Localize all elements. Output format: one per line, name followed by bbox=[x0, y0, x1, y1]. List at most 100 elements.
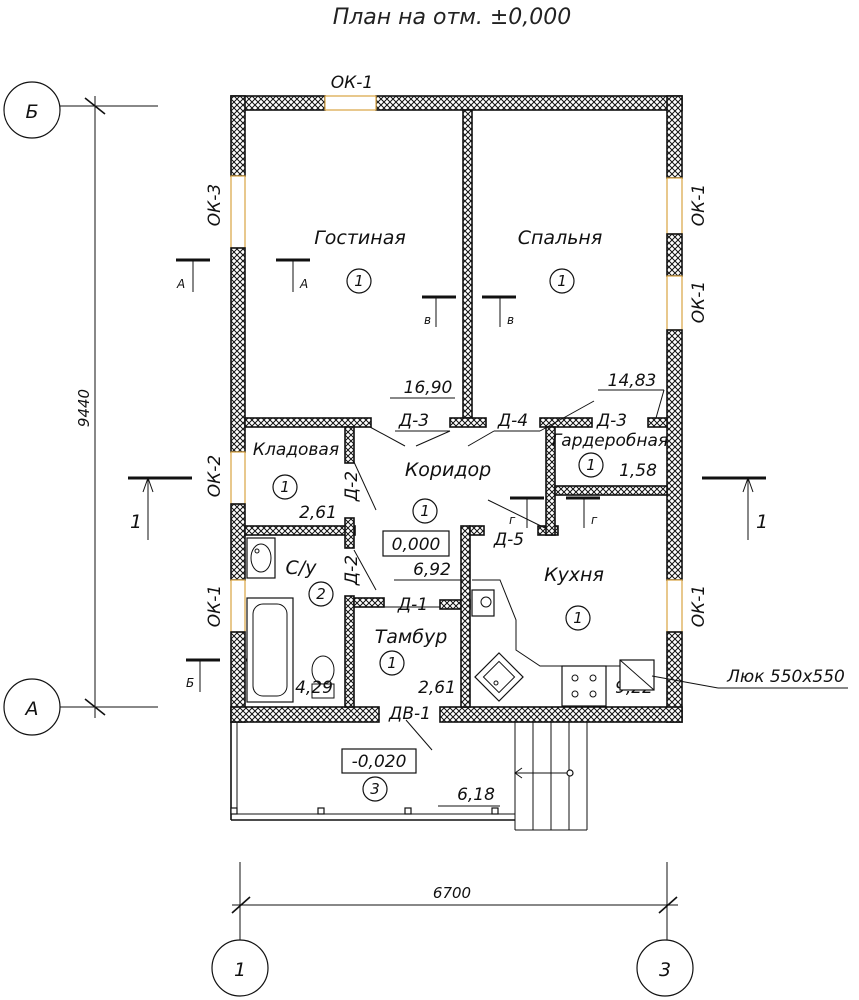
wall-bedroom-right bbox=[647, 417, 668, 428]
wall-wardrobe-left bbox=[545, 426, 556, 536]
axis-marker-a: А bbox=[3, 678, 61, 736]
wall-mid-a bbox=[449, 417, 487, 428]
room-area-bathroom: 4,29 bbox=[295, 678, 333, 698]
window-label-left-mid: ОК-2 bbox=[205, 455, 225, 497]
door-label-living: Д-3 bbox=[398, 411, 429, 431]
window-right-top2 bbox=[666, 275, 683, 331]
section-g-left: г bbox=[509, 513, 516, 527]
axis-marker-b: Б bbox=[3, 81, 61, 139]
window-right-top1 bbox=[666, 177, 683, 235]
room-marker-kitchen: 1 bbox=[573, 609, 583, 627]
wall-wardrobe-bottom bbox=[554, 485, 668, 496]
window-label-right-top2: ОК-1 bbox=[689, 281, 709, 323]
room-area-corridor: 6,92 bbox=[413, 560, 451, 580]
door-label-bedroom: Д-4 bbox=[497, 411, 528, 431]
wall-storage-right bbox=[344, 426, 355, 464]
axis-label-3: 3 bbox=[659, 959, 671, 981]
kitchen-stove bbox=[561, 665, 607, 707]
room-area-porch: 6,18 bbox=[457, 785, 495, 805]
bathtub-fixture bbox=[246, 597, 294, 703]
door-label-wardrobe: Д-3 bbox=[596, 411, 627, 431]
room-area-storage: 2,61 bbox=[299, 503, 337, 523]
wall-living-bedroom bbox=[462, 109, 473, 419]
axis-label-a: А bbox=[24, 698, 39, 720]
level-porch: -0,020 bbox=[352, 752, 407, 772]
floor-hatch bbox=[619, 659, 655, 691]
room-name-kitchen: Кухня bbox=[544, 564, 604, 586]
window-top bbox=[324, 95, 377, 111]
plan-title: План на отм. ±0,000 bbox=[333, 5, 572, 30]
washbasin-fixture bbox=[246, 537, 276, 579]
wall-left-3 bbox=[230, 503, 246, 581]
room-name-living: Гостиная bbox=[314, 227, 406, 249]
wall-left-2 bbox=[230, 247, 246, 453]
window-label-top: ОК-1 bbox=[331, 73, 373, 93]
toilet-fixture bbox=[311, 655, 335, 699]
room-name-corridor: Коридор bbox=[405, 459, 491, 481]
section-a-left: А bbox=[176, 277, 185, 291]
door-label-storage: Д-2 bbox=[342, 471, 362, 502]
window-label-right-bottom: ОК-1 bbox=[689, 585, 709, 627]
room-marker-wardrobe: 1 bbox=[586, 456, 596, 474]
room-name-wardrobe: Гардеробная bbox=[552, 431, 668, 451]
porch bbox=[230, 722, 515, 821]
kitchen-sink bbox=[474, 652, 524, 702]
window-left-top bbox=[230, 175, 246, 249]
wall-right-1 bbox=[666, 95, 683, 179]
door-label-entrance: ДВ-1 bbox=[388, 704, 431, 724]
wall-bath-right bbox=[344, 595, 355, 708]
axis-marker-3: 3 bbox=[636, 939, 694, 997]
room-marker-living: 1 bbox=[354, 272, 364, 290]
axis-label-b: Б bbox=[25, 101, 38, 123]
entrance-stairs bbox=[514, 722, 588, 831]
room-marker-vestibule: 1 bbox=[387, 654, 397, 672]
wall-storage-bottom bbox=[244, 525, 356, 536]
door-label-kitchen: Д-5 bbox=[493, 530, 524, 550]
room-marker-bedroom: 1 bbox=[557, 272, 567, 290]
hatch-note: Люк 550х550 bbox=[726, 667, 845, 687]
room-marker-porch: 3 bbox=[370, 780, 380, 798]
wall-bath-right-top bbox=[344, 517, 355, 549]
room-name-bathroom: С/у bbox=[286, 557, 318, 579]
wall-right-2 bbox=[666, 233, 683, 277]
axis-marker-1: 1 bbox=[211, 939, 269, 997]
room-name-bedroom: Спальня bbox=[518, 227, 603, 249]
door-label-bathroom: Д-2 bbox=[342, 555, 362, 586]
room-marker-bathroom: 2 bbox=[316, 585, 326, 603]
window-label-right-top1: ОК-1 bbox=[689, 184, 709, 226]
section-a-right: А bbox=[299, 277, 308, 291]
room-area-bedroom: 14,83 bbox=[608, 371, 657, 391]
wall-living-bottom bbox=[244, 417, 372, 428]
room-marker-corridor: 1 bbox=[420, 502, 430, 520]
wall-kitchen-left bbox=[460, 525, 471, 708]
window-label-left-bottom: ОК-1 bbox=[205, 585, 225, 627]
room-marker-storage: 1 bbox=[280, 478, 290, 496]
door-label-vestibule: Д-1 bbox=[397, 595, 428, 615]
wall-left-1 bbox=[230, 95, 246, 177]
room-name-vestibule: Тамбур bbox=[375, 626, 448, 648]
section-1-left: 1 bbox=[130, 511, 142, 533]
kitchen-counter bbox=[471, 579, 652, 667]
wall-bedroom-bottom bbox=[539, 417, 593, 428]
dimension-height: 9440 bbox=[75, 389, 93, 427]
wall-kitchen-top-a bbox=[469, 525, 485, 536]
section-b-left: Б bbox=[186, 676, 194, 690]
section-v-left: в bbox=[424, 313, 431, 327]
wall-right-3 bbox=[666, 329, 683, 581]
room-area-vestibule: 2,61 bbox=[418, 678, 456, 698]
window-left-mid bbox=[230, 451, 246, 505]
section-g-right: г bbox=[591, 513, 598, 527]
wall-vestibule-top bbox=[353, 597, 385, 608]
wall-bottom-left bbox=[230, 706, 380, 723]
window-left-bottom bbox=[230, 579, 246, 633]
window-right-bottom bbox=[666, 579, 683, 633]
section-v-right: в bbox=[507, 313, 514, 327]
level-floor: 0,000 bbox=[392, 535, 441, 555]
axis-label-1: 1 bbox=[234, 959, 246, 981]
room-area-wardrobe: 1,58 bbox=[619, 461, 657, 481]
wall-top-right bbox=[375, 95, 683, 111]
room-name-storage: Кладовая bbox=[253, 440, 339, 460]
room-area-living: 16,90 bbox=[404, 378, 453, 398]
section-1-right: 1 bbox=[756, 511, 768, 533]
